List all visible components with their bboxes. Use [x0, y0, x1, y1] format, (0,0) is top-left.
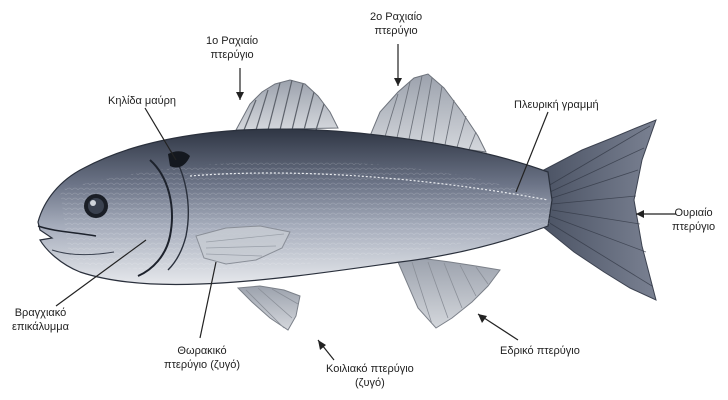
label-second-dorsal-fin: 2ο Ραχιαίο πτερύγιο [370, 10, 422, 38]
label-pelvic-fin-line2: (ζυγό) [326, 376, 414, 390]
first-dorsal-fin [236, 80, 338, 130]
label-pectoral-fin-line1: Θωρακικό [164, 344, 240, 358]
label-caudal-fin: Ουριαίο πτερύγιο [672, 206, 715, 234]
label-gill-cover-line1: Βραγχιακό [12, 306, 69, 320]
label-lateral-line: Πλευρική γραμμή [514, 98, 599, 112]
label-pelvic-fin-line1: Κοιλιακό πτερύγιο [326, 362, 414, 376]
label-black-spot-line1: Κηλίδα μαύρη [108, 94, 176, 108]
tail-fin [540, 120, 656, 300]
label-first-dorsal-fin-line2: πτερύγιο [206, 48, 258, 62]
label-gill-cover: Βραγχιακό επικάλυμμα [12, 306, 69, 334]
label-lateral-line-line1: Πλευρική γραμμή [514, 98, 599, 112]
label-caudal-fin-line1: Ουριαίο [672, 206, 715, 220]
label-second-dorsal-fin-line1: 2ο Ραχιαίο [370, 10, 422, 24]
label-pelvic-fin: Κοιλιακό πτερύγιο (ζυγό) [326, 362, 414, 390]
label-pectoral-fin-line2: πτερύγιο (ζυγό) [164, 358, 240, 372]
label-second-dorsal-fin-line2: πτερύγιο [370, 24, 422, 38]
pelvic-fin-shape [238, 286, 300, 330]
label-anal-fin: Εδρικό πτερύγιο [500, 344, 580, 358]
label-black-spot: Κηλίδα μαύρη [108, 94, 176, 108]
label-gill-cover-line2: επικάλυμμα [12, 320, 69, 334]
fish-body [38, 129, 552, 284]
label-anal-fin-line1: Εδρικό πτερύγιο [500, 344, 580, 358]
label-pectoral-fin: Θωρακικό πτερύγιο (ζυγό) [164, 344, 240, 372]
label-first-dorsal-fin: 1ο Ραχιαίο πτερύγιο [206, 34, 258, 62]
label-first-dorsal-fin-line1: 1ο Ραχιαίο [206, 34, 258, 48]
label-caudal-fin-line2: πτερύγιο [672, 220, 715, 234]
